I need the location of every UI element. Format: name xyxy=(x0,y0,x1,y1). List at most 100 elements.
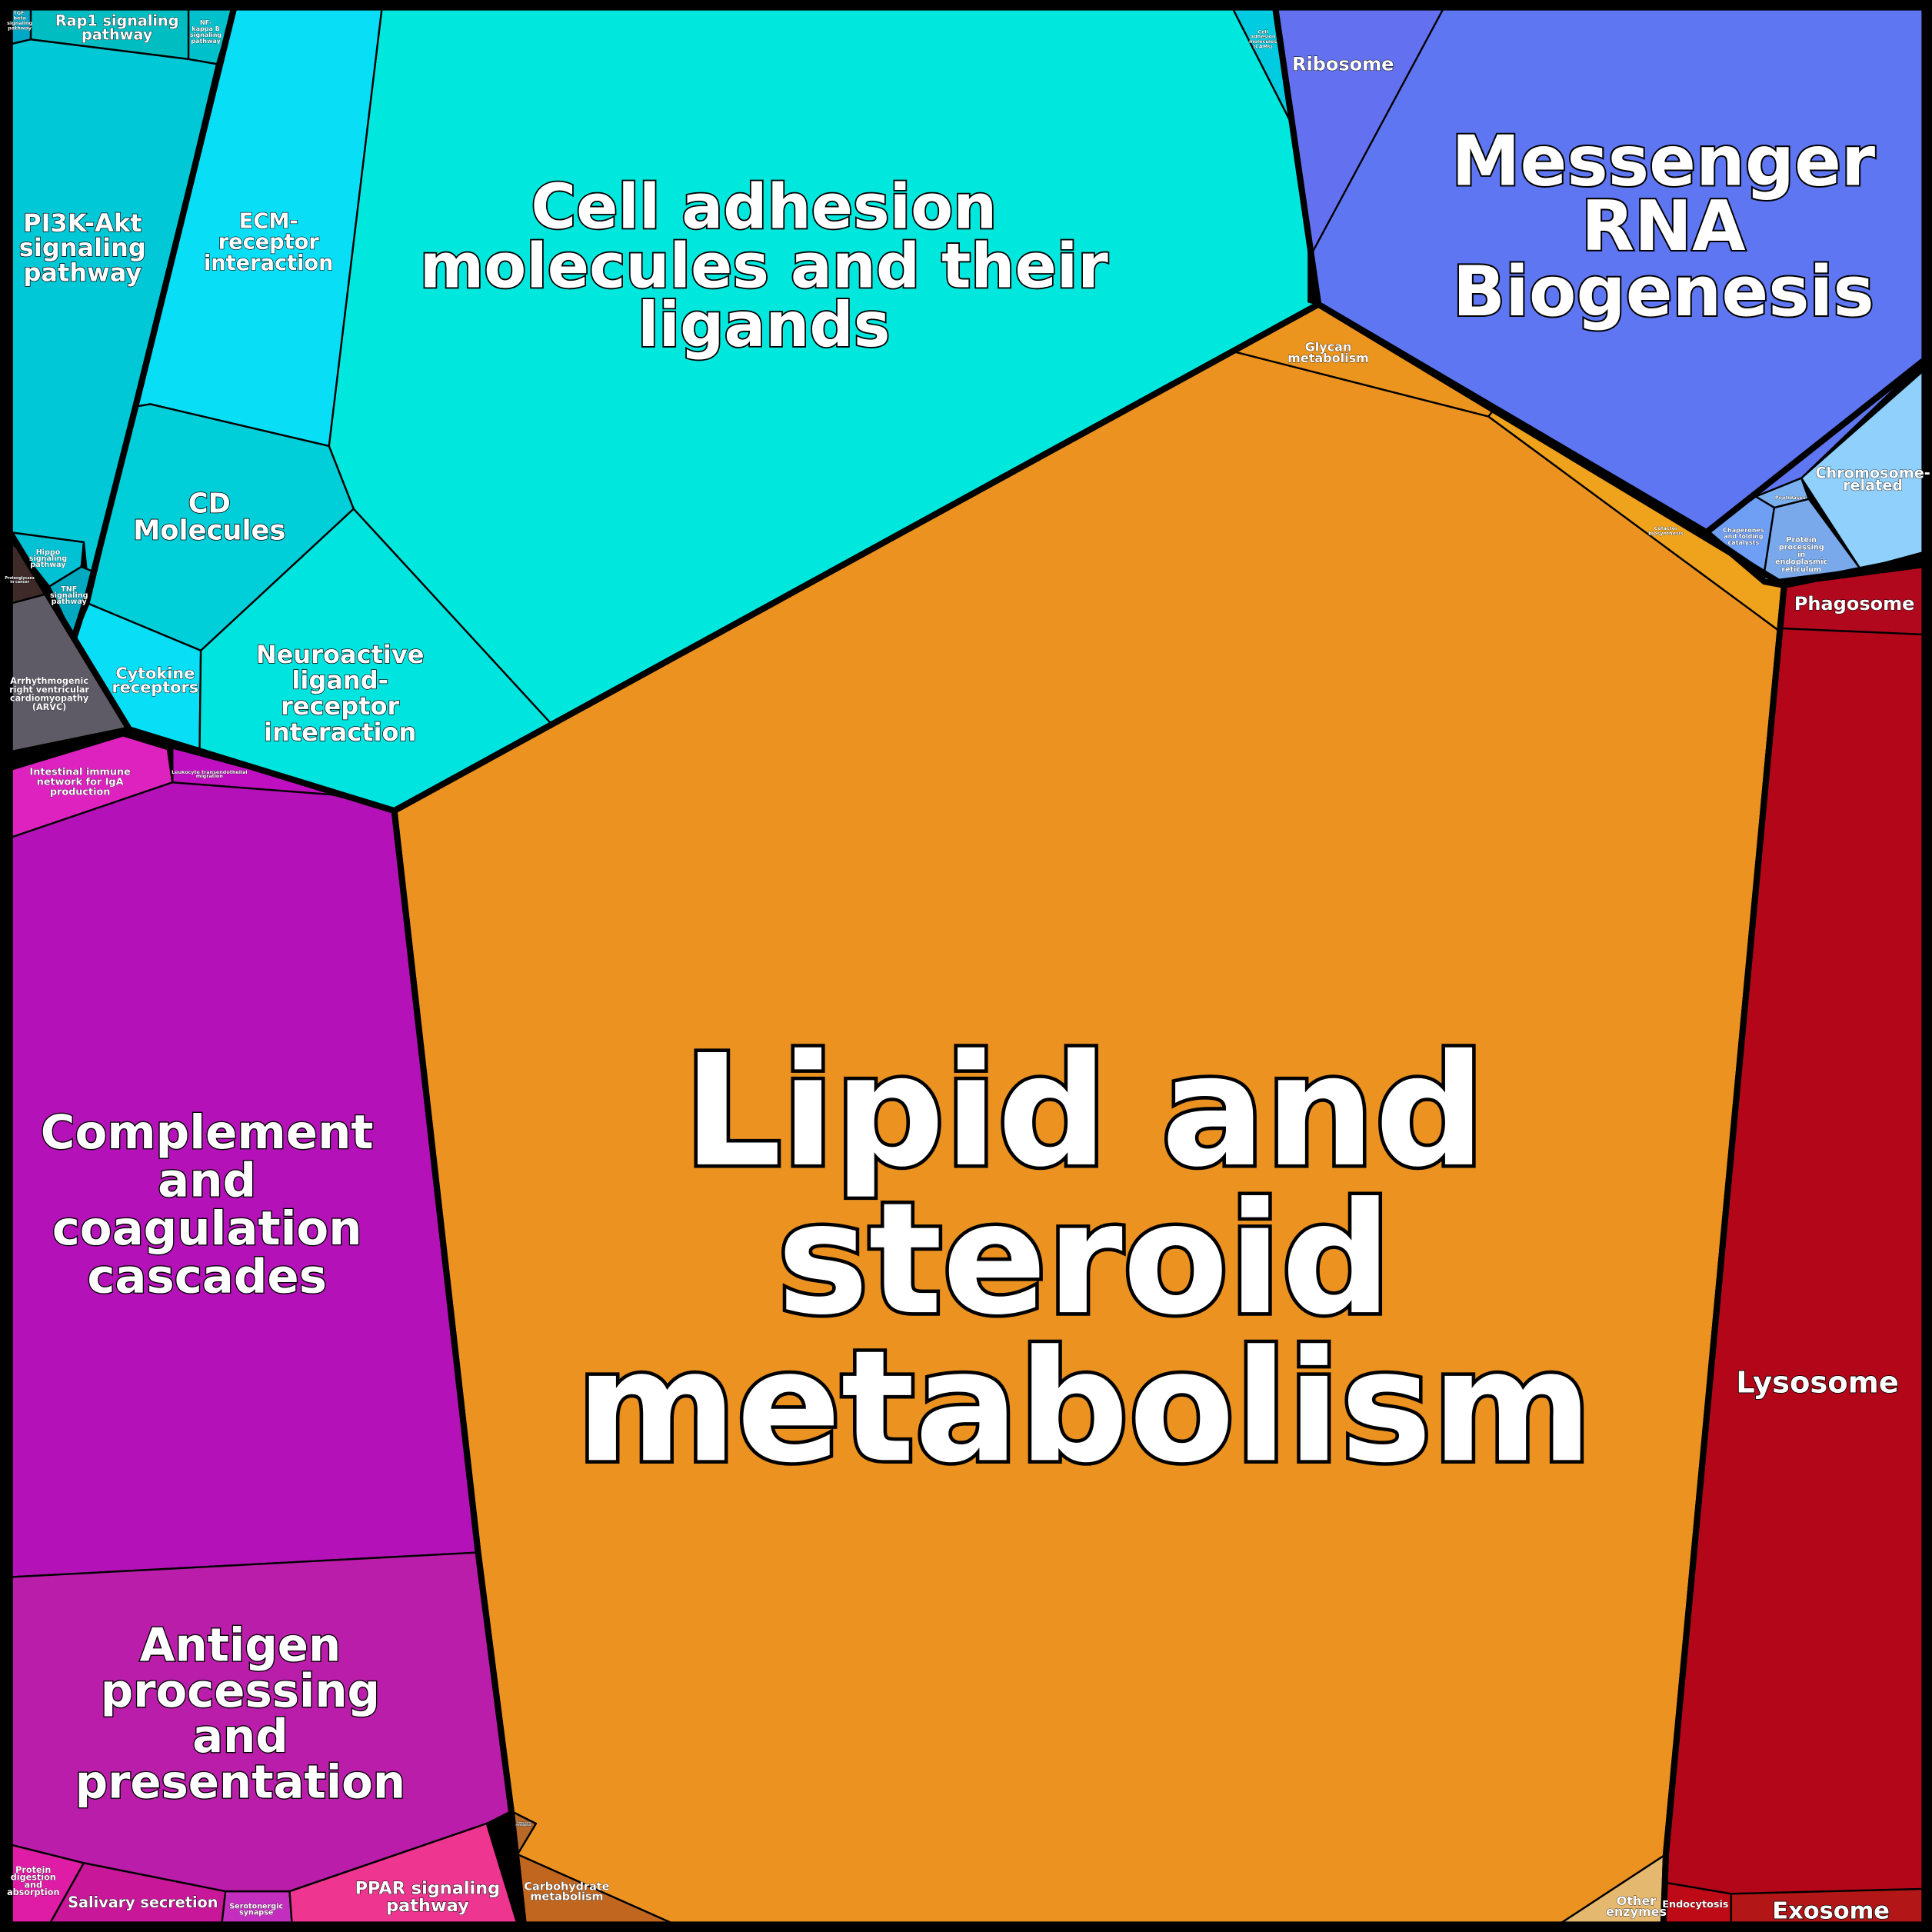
label-line: Complement xyxy=(41,1105,374,1160)
label-line: ligands xyxy=(638,289,890,361)
label-line: Serotonergic xyxy=(229,1903,283,1911)
label-line: signaling xyxy=(190,32,222,38)
label-line: processing xyxy=(101,1664,380,1717)
label-line: signaling xyxy=(19,233,146,262)
label-line: steroid xyxy=(777,1170,1391,1349)
label-line: Neuroactive xyxy=(256,640,425,669)
label-line: and xyxy=(24,1880,42,1890)
label-line: pathway xyxy=(8,25,32,31)
label-line: Glycan xyxy=(1305,340,1352,355)
label-salivary: Salivary secretion xyxy=(68,1894,218,1911)
label-line: in cancer xyxy=(10,580,29,585)
label-line: Leukocyte transendothelial xyxy=(172,769,248,775)
label-exosome: Exosome xyxy=(1772,1897,1890,1924)
label-line: Peptidases xyxy=(1775,495,1806,501)
label-line: Arrhythmogenic xyxy=(10,676,88,686)
label-line: synapse xyxy=(239,1909,274,1917)
label-line: Protein xyxy=(15,1865,51,1875)
label-line: production xyxy=(50,786,111,798)
label-line: TGF- xyxy=(13,10,26,16)
label-line: metabolism xyxy=(1287,351,1369,365)
label-line: Exosome xyxy=(1772,1897,1890,1924)
label-line: receptors xyxy=(112,678,199,696)
label-line: Molecules xyxy=(133,515,285,547)
label-line: interaction xyxy=(264,718,416,747)
label-line: biosynthesis xyxy=(1648,530,1684,536)
label-line: signaling xyxy=(29,555,68,563)
label-line: metabolism xyxy=(530,1890,603,1903)
label-line: molecules xyxy=(1249,38,1277,45)
label-line: absorption xyxy=(7,1887,59,1897)
cell-er[interactable] xyxy=(1763,498,1862,583)
label-line: Cofactor xyxy=(1654,525,1678,531)
label-line: Lipid and xyxy=(684,1022,1485,1201)
label-line: Proteoglycans xyxy=(5,576,35,581)
label-endocytosis: Endocytosis xyxy=(1662,1899,1729,1910)
label-line: processing xyxy=(1779,544,1824,552)
label-line: Antigen xyxy=(140,1619,341,1672)
label-line: and folding xyxy=(1724,533,1763,540)
label-line: receptor xyxy=(218,231,320,255)
label-line: reticulum xyxy=(1781,565,1821,574)
label-line: Biogenesis xyxy=(1453,252,1874,332)
label-line: Carbohydrate xyxy=(524,1881,609,1894)
label-line: ligand- xyxy=(291,666,388,695)
label-line: pathway xyxy=(52,598,88,606)
label-line: Ribosome xyxy=(1292,53,1394,75)
label-line: enzymes xyxy=(1606,1904,1667,1919)
label-line: Salivary secretion xyxy=(68,1894,218,1911)
label-line: digestion xyxy=(11,1873,56,1883)
label-line: ECM- xyxy=(239,209,298,233)
label-line: Fatty acid xyxy=(517,1821,531,1824)
label-line: Rap1 signaling xyxy=(55,12,179,30)
label-line: metabolism xyxy=(576,1317,1592,1497)
label-line: PI3K-Akt xyxy=(23,208,142,238)
label-line: interaction xyxy=(204,251,334,275)
label-line: Chaperones xyxy=(1723,527,1764,534)
label-line: Phagosome xyxy=(1794,593,1915,615)
label-lysosome: Lysosome xyxy=(1736,1365,1899,1400)
label-line: Cytokine xyxy=(115,665,195,683)
label-line: right ventricular xyxy=(9,685,89,695)
label-line: signaling xyxy=(7,20,32,26)
label-line: TNF xyxy=(61,585,77,594)
label-line: Other xyxy=(1617,1894,1657,1908)
label-line: Intestinal immune xyxy=(29,767,131,778)
label-line: Cell adhesion xyxy=(531,171,997,242)
label-line: beta xyxy=(13,15,25,22)
label-line: (ARVC) xyxy=(32,702,66,712)
label-line: adhesion xyxy=(1251,34,1276,40)
label-line: molecules and their xyxy=(420,230,1108,301)
label-line: Endocytosis xyxy=(1662,1899,1729,1910)
label-line: pathway xyxy=(23,258,142,287)
label-line: Hippo xyxy=(36,548,61,557)
label-line: Messenger xyxy=(1451,122,1875,202)
label-line: CD xyxy=(188,488,231,519)
label-line: network for IgA xyxy=(37,777,124,788)
label-line: cascades xyxy=(87,1250,327,1304)
label-phagosome: Phagosome xyxy=(1794,593,1915,615)
label-ribosome: Ribosome xyxy=(1292,53,1394,75)
label-line: receptor xyxy=(281,691,399,721)
